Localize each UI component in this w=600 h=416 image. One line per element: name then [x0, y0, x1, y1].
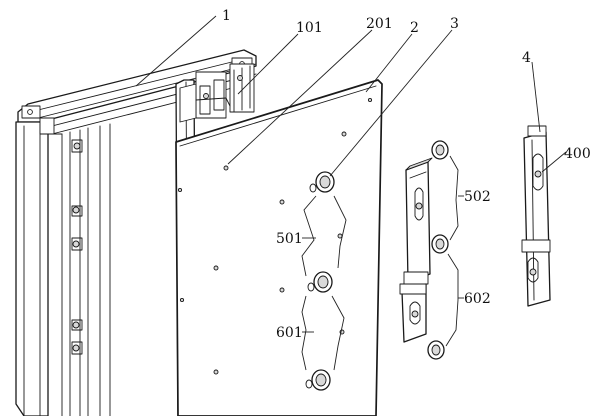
label-bracket: 4 — [522, 50, 531, 66]
label-frame-slot: 101 — [296, 20, 323, 36]
stud-upper — [309, 171, 335, 193]
leader-lines — [135, 15, 567, 333]
hanger-lower — [399, 283, 427, 343]
reference-labels: 1 101 201 2 3 4 400 501 502 601 602 — [222, 8, 591, 341]
label-stud: 3 — [450, 16, 459, 32]
label-upper-group: 501 — [276, 231, 303, 247]
mounting-plate — [175, 79, 383, 416]
stud-group — [301, 171, 347, 391]
label-plate-hole: 201 — [366, 16, 393, 32]
label-frame: 1 — [222, 8, 231, 24]
wall-bracket — [521, 125, 551, 307]
label-hanger-upper: 502 — [464, 189, 491, 205]
stud-lower — [305, 369, 331, 391]
hanger-stack — [399, 140, 459, 360]
label-lower-group: 601 — [276, 325, 303, 341]
hanger-upper — [403, 157, 433, 285]
label-hanger-lower: 602 — [464, 291, 491, 307]
stud-middle — [307, 271, 333, 293]
label-bracket-slot: 400 — [564, 146, 591, 162]
label-plate: 2 — [410, 20, 419, 36]
